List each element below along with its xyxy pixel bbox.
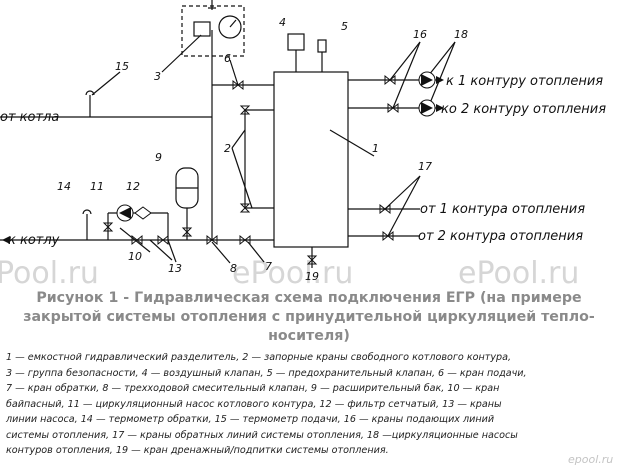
pumps xyxy=(116,71,436,222)
label-to-circuit-1: к 1 контуру отопления xyxy=(446,74,603,89)
relief-valve xyxy=(317,39,327,53)
watermark-right: ePool.ru xyxy=(458,256,579,290)
legend-line: системы отопления, 17 — краны обратных л… xyxy=(6,429,518,441)
label-from-circuit-2: от 2 контура отопления xyxy=(418,229,583,244)
flow-arrows xyxy=(2,76,444,244)
circuit-1-supply-valve xyxy=(384,74,396,86)
drain-valve xyxy=(306,255,318,265)
mesh-filter xyxy=(134,206,152,220)
legend-line: 7 — кран обратки, 8 — трехходовой смесит… xyxy=(6,383,500,394)
label-to-circuit-2: ко 2 контуру отопления xyxy=(441,102,606,117)
circuit-1-return-valve xyxy=(379,203,391,215)
return-valve xyxy=(239,234,251,246)
circuit-2-return-valve xyxy=(382,230,394,242)
legend-line: контуров отопления, 19 — кран дренажный/… xyxy=(6,445,389,456)
watermark-left: Pool.ru xyxy=(0,256,99,290)
label-3: 3 xyxy=(154,70,161,83)
label-13: 13 xyxy=(168,262,182,275)
figure-legend: 1 — емкостной гидравлический разделитель… xyxy=(6,350,614,459)
caption-line: Рисунок 1 - Гидравлическая схема подключ… xyxy=(36,290,582,306)
label-from-boiler: от котла xyxy=(0,110,59,125)
label-4: 4 xyxy=(279,16,286,29)
tank-valve xyxy=(181,227,193,237)
label-to-boiler: к котлу xyxy=(8,233,60,248)
label-9: 9 xyxy=(155,151,162,164)
corner-watermark: epool.ru xyxy=(568,453,613,466)
label-8: 8 xyxy=(230,262,237,275)
label-18: 18 xyxy=(454,28,468,41)
bypass-valve-top xyxy=(239,105,251,115)
pressure-gauge xyxy=(218,15,242,39)
safety-group xyxy=(181,5,245,57)
hydraulic-diagram: Pool.ru ePool.ru ePool.ru xyxy=(0,0,606,290)
safety-valve xyxy=(193,21,211,37)
label-10: 10 xyxy=(128,250,142,263)
label-2: 2 xyxy=(224,142,231,155)
figure-caption: Рисунок 1 - Гидравлическая схема подключ… xyxy=(8,289,610,346)
label-17: 17 xyxy=(418,160,432,173)
legend-line: байпасный, 11 — циркуляционный насос кот… xyxy=(6,398,502,410)
pump-line-valve-right xyxy=(157,234,169,246)
label-11: 11 xyxy=(90,180,104,193)
air-valve xyxy=(287,33,305,51)
label-12: 12 xyxy=(126,180,140,193)
supply-valve xyxy=(232,79,244,91)
pump-line-valve-left xyxy=(131,234,143,246)
label-14: 14 xyxy=(57,180,71,193)
label-19: 19 xyxy=(305,270,319,283)
thermometer-return xyxy=(82,209,92,240)
hydraulic-separator xyxy=(273,71,349,248)
caption-line: носителя) xyxy=(268,328,350,344)
label-6: 6 xyxy=(224,52,231,65)
legend-line: 1 — емкостной гидравлический разделитель… xyxy=(6,352,512,363)
label-7: 7 xyxy=(265,260,272,273)
watermark-corner: epool.ru xyxy=(568,453,613,466)
legend-line: линии насоса, 14 — термометр обратки, 15… xyxy=(6,414,495,425)
caption-line: закрытой системы отопления с принудитель… xyxy=(23,309,595,325)
label-16: 16 xyxy=(413,28,427,41)
mixing-valve xyxy=(206,234,218,246)
valves xyxy=(102,74,399,265)
watermark-middle: ePool.ru xyxy=(232,256,353,290)
label-from-circuit-1: от 1 контура отопления xyxy=(420,202,585,217)
bypass-valve-bottom xyxy=(239,203,251,213)
circuit-2-supply-valve xyxy=(387,102,399,114)
diagram-lines xyxy=(0,0,456,268)
label-1: 1 xyxy=(372,142,379,155)
label-15: 15 xyxy=(115,60,129,73)
label-5: 5 xyxy=(341,20,348,33)
bypass-valve xyxy=(102,222,114,232)
legend-line: 3 — группа безопасности, 4 — воздушный к… xyxy=(6,367,527,379)
